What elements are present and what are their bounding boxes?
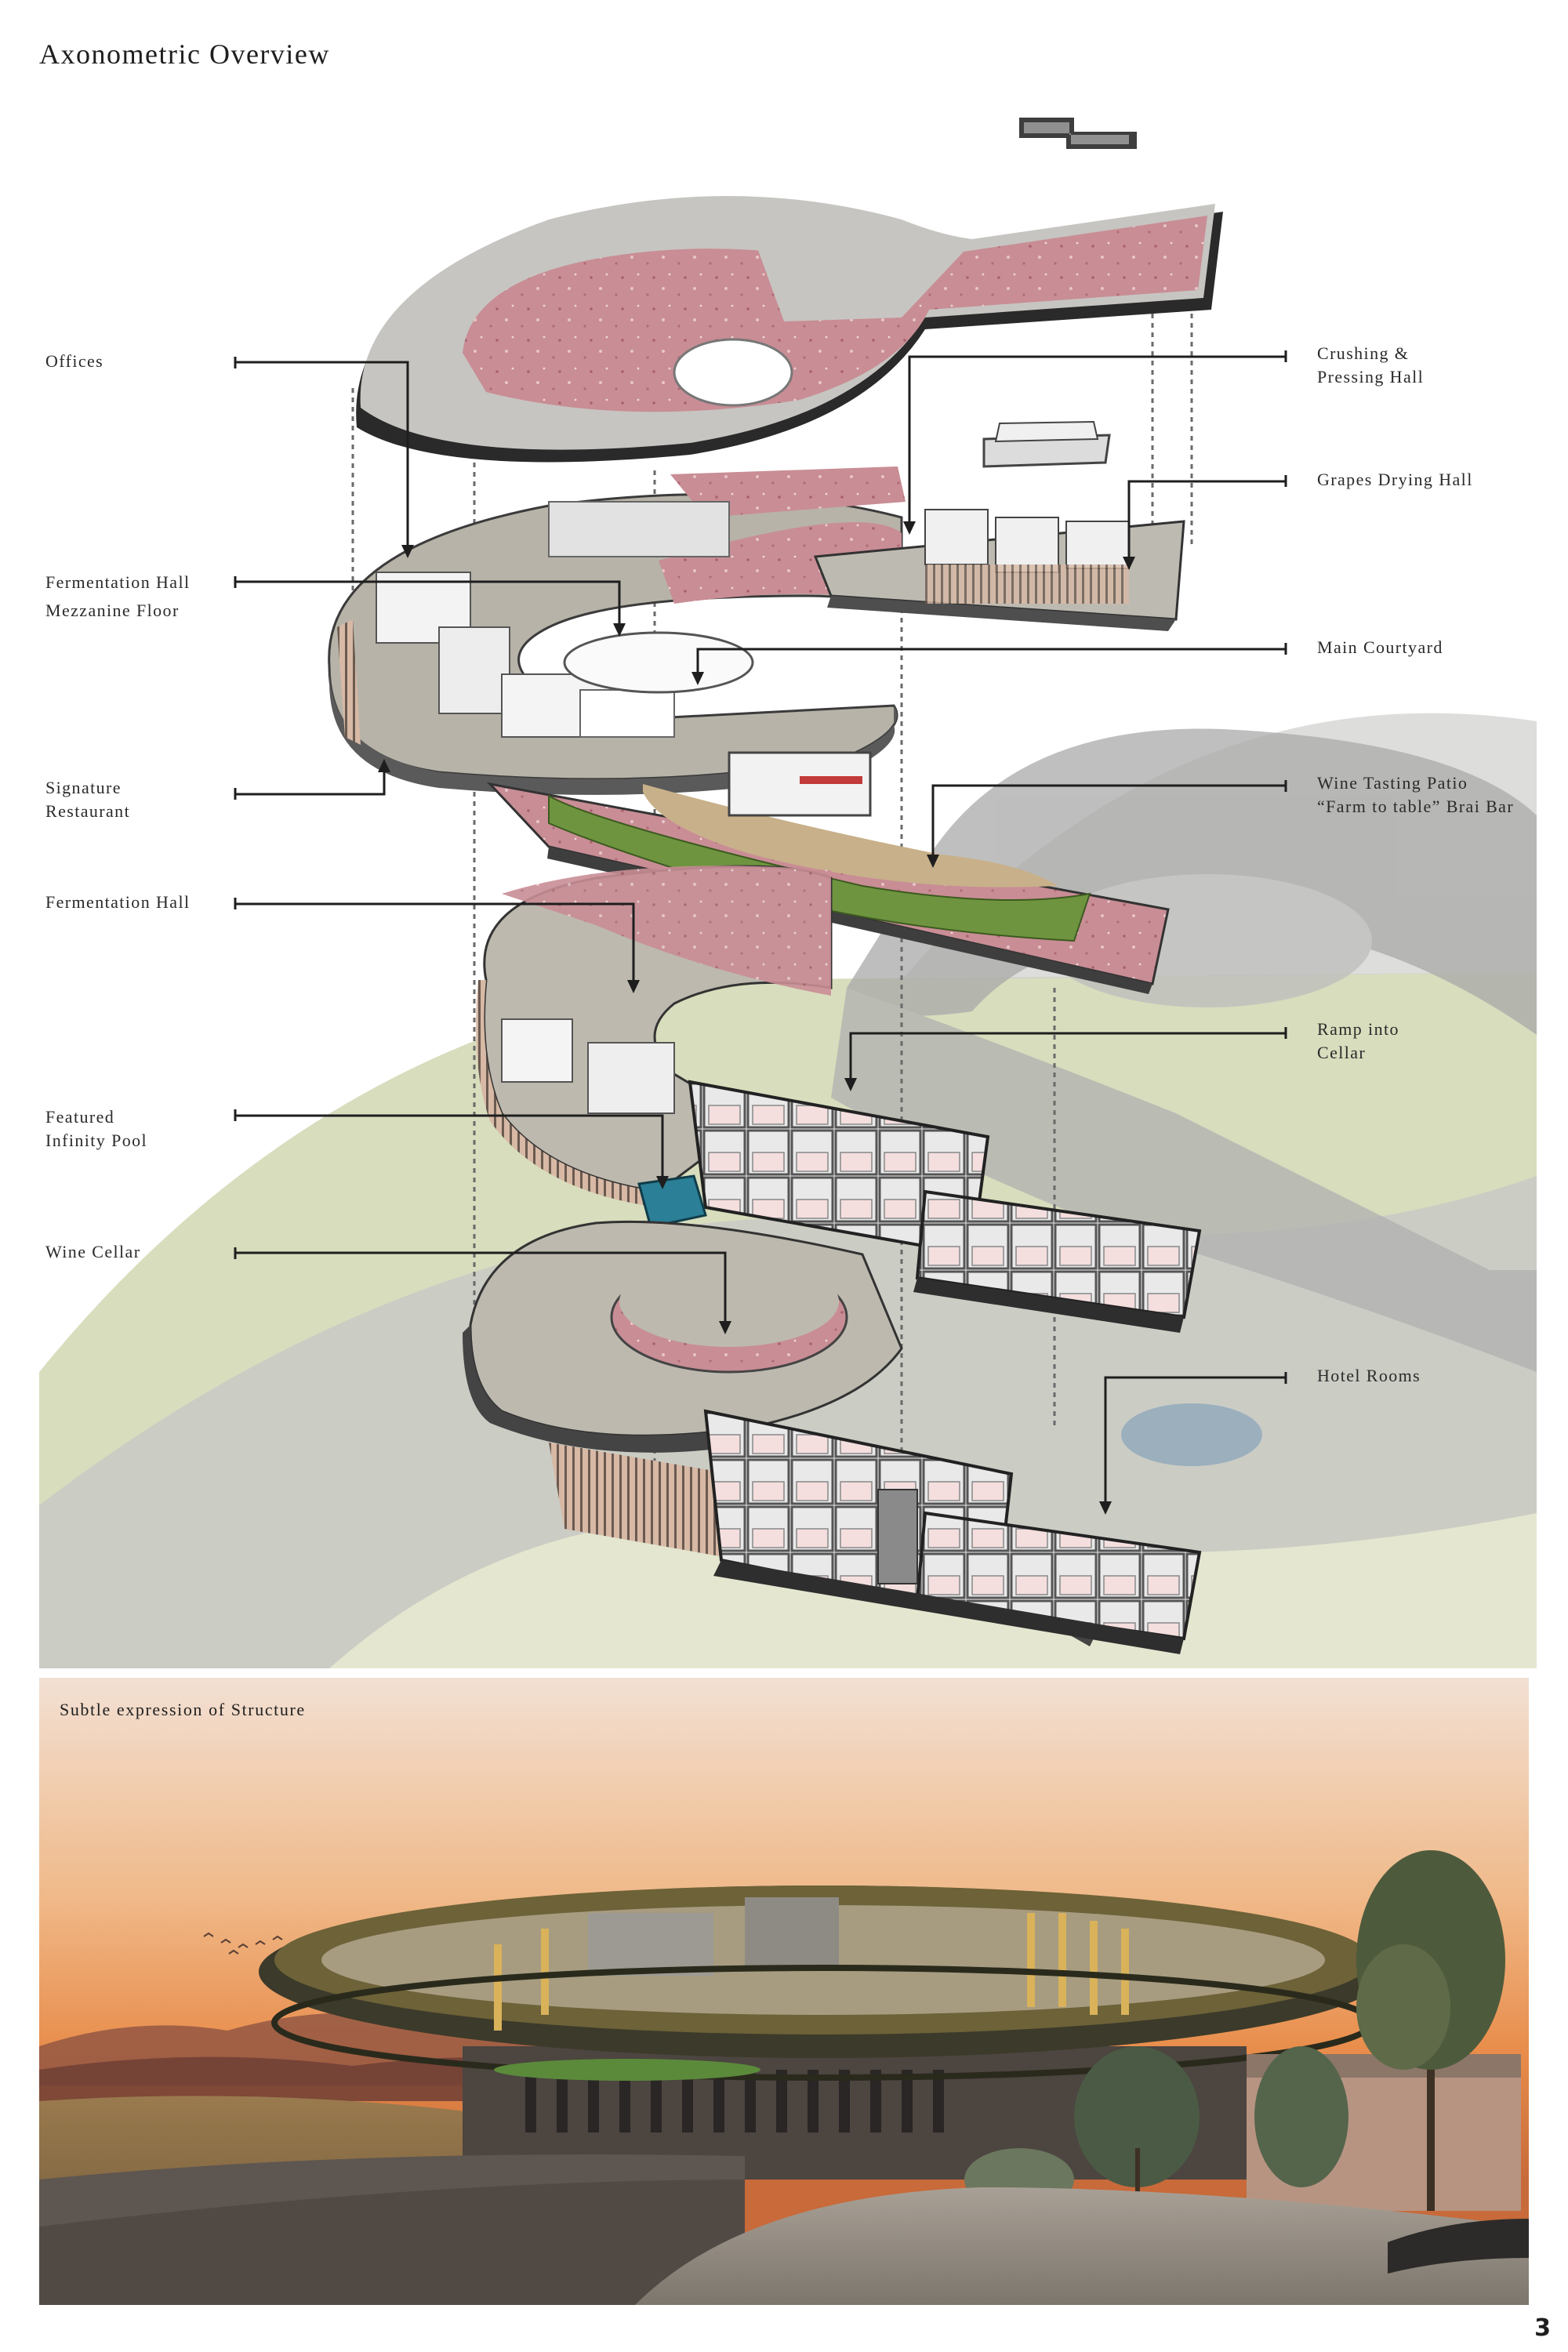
hotel-block-upper: [637, 1080, 1202, 1333]
label-wine-tasting-line1: Wine Tasting Patio: [1317, 773, 1468, 793]
trees: [964, 1850, 1505, 2211]
label-crushing-pressing-line2: Pressing Hall: [1317, 367, 1425, 387]
retaining-wall: [39, 2154, 745, 2227]
label-grapes-drying: Grapes Drying Hall: [1317, 468, 1473, 492]
render-image: Subtle expression of Structure: [39, 1678, 1529, 2305]
roof-level: [356, 196, 1223, 463]
label-fermentation-hall: Fermentation Hall: [45, 891, 190, 914]
render-illustration: [39, 1678, 1529, 2305]
label-fermentation-mezzanine: Fermentation Hall Mezzanine Floor: [45, 571, 190, 622]
label-ramp-cellar: Ramp into Cellar: [1317, 1018, 1399, 1065]
driveway: [635, 2187, 1529, 2305]
page-title: Axonometric Overview: [39, 38, 330, 70]
label-hotel-rooms: Hotel Rooms: [1317, 1364, 1421, 1388]
label-crushing-pressing-line1: Crushing &: [1317, 343, 1410, 363]
label-main-courtyard-line1: Main Courtyard: [1317, 637, 1443, 657]
fermentation-level: [476, 865, 833, 1207]
label-crushing-pressing: Crushing & Pressing Hall: [1317, 342, 1424, 389]
leader-lines: [234, 350, 1287, 1505]
label-offices-line1: Offices: [45, 351, 104, 371]
mezzanine-level: [328, 466, 906, 795]
label-offices: Offices: [45, 350, 103, 373]
render-caption: Subtle expression of Structure: [60, 1700, 306, 1719]
label-ramp-cellar-line1: Ramp into: [1317, 1019, 1399, 1039]
page-number: 3: [1534, 2314, 1551, 2342]
roof-pavilion: [982, 420, 1111, 468]
label-wine-tasting-line2: “Farm to table” Brai Bar: [1317, 797, 1515, 816]
label-signature-restaurant-line1: Signature: [45, 778, 122, 797]
label-fermentation-hall-line1: Fermentation Hall: [45, 892, 191, 912]
label-fermentation-mezzanine-line2: Mezzanine Floor: [45, 601, 180, 620]
label-wine-cellar: Wine Cellar: [45, 1240, 140, 1264]
label-grapes-drying-line1: Grapes Drying Hall: [1317, 470, 1473, 489]
label-signature-restaurant: Signature Restaurant: [45, 776, 130, 823]
birds: [203, 1932, 300, 1955]
label-main-courtyard: Main Courtyard: [1317, 636, 1443, 659]
label-infinity-pool-line1: Featured: [45, 1107, 115, 1127]
label-wine-tasting: Wine Tasting Patio “Farm to table” Brai …: [1317, 771, 1514, 818]
label-fermentation-mezzanine-line1: Fermentation Hall: [45, 572, 191, 592]
label-wine-cellar-line1: Wine Cellar: [45, 1242, 141, 1261]
label-infinity-pool-line2: Infinity Pool: [45, 1131, 148, 1150]
roof-plant-block: [1019, 118, 1137, 149]
grapes-drying-block: [813, 509, 1185, 631]
hotel-block-lower: [703, 1409, 1202, 1654]
axonometric-diagram: [39, 118, 1537, 1668]
label-hotel-rooms-line1: Hotel Rooms: [1317, 1366, 1421, 1385]
leader-arrowheads: [378, 521, 1135, 1515]
wine-cellar-level: [463, 1220, 1098, 1646]
label-infinity-pool: Featured Infinity Pool: [45, 1105, 147, 1152]
label-signature-restaurant-line2: Restaurant: [45, 801, 131, 821]
label-ramp-cellar-line2: Cellar: [1317, 1043, 1367, 1062]
